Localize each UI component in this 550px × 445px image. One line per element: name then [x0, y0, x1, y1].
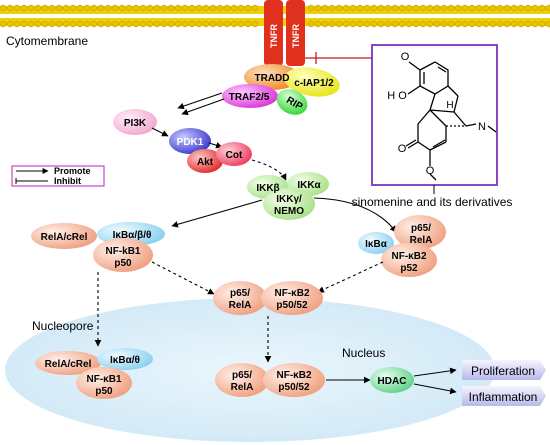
nuc-mid-rela-label: RelA	[231, 382, 254, 393]
atom-o-top: O	[401, 51, 410, 63]
pi3k-label: PI3K	[124, 118, 147, 129]
pi3k-node	[113, 109, 157, 135]
hdac-to-proliferation-arrow	[413, 367, 457, 377]
tradd-node	[244, 64, 300, 90]
mid-rela-label: RelA	[229, 300, 252, 311]
adaptor-to-pi3k-arrows	[177, 92, 225, 116]
akt-node	[187, 149, 223, 173]
right-rela-label: RelA	[410, 235, 433, 246]
right-p52-label: p52	[400, 263, 418, 274]
right-ikb-label: IκBα	[365, 239, 388, 250]
ciap-label: c-IAP1/2	[294, 78, 334, 89]
nuc-left-nfkb1-node	[76, 367, 132, 399]
atom-h: H	[446, 100, 453, 111]
mid-nfkb2-label: NF-κB2	[274, 288, 309, 299]
ikk-gamma-node	[263, 188, 315, 220]
nuc-mid-p65-node	[215, 363, 269, 397]
left-rela-node	[31, 223, 97, 249]
nuc-left-p50-label: p50	[95, 386, 113, 397]
mid-p65-node	[213, 281, 267, 315]
right-p65-node	[394, 215, 446, 249]
atom-o-ketone: O	[398, 143, 407, 155]
ikk-gamma-label-2: NEMO	[274, 206, 304, 217]
left-nfkb-complex: RelA/cRel IκBα/β/θ NF-kB1 p50	[31, 222, 165, 272]
right-ikb-node	[358, 232, 394, 254]
atom-o-bottom: O	[426, 165, 435, 177]
nuc-mid-nfkb2-node	[263, 363, 325, 397]
akt-label: Akt	[197, 157, 214, 168]
left-to-mid-arrow	[151, 261, 215, 295]
nuclear-mid-complex: p65/ RelA NF-κB2 p50/52	[215, 363, 325, 397]
tnfr-left-label: TNFR	[269, 24, 279, 48]
hdac-to-inflammation-arrow	[413, 383, 457, 395]
ikk-gamma-label-1: IKKγ/	[276, 194, 302, 205]
nuc-mid-nfkb2-label: NF-κB2	[276, 370, 311, 381]
left-ikb-label: IκBα/β/θ	[113, 230, 152, 241]
mid-nfkb2-node	[261, 281, 323, 315]
inflammation-label: Inflammation	[469, 390, 538, 404]
legend-promote-label: Promote	[54, 166, 91, 176]
pdk1-to-cot-arrow	[208, 142, 223, 149]
nuclear-left-complex: RelA/cRel IκBα/θ NF-κB1 p50	[35, 348, 153, 399]
mid-nfkb-complex: p65/ RelA NF-κB2 p50/52	[213, 281, 323, 315]
hdac-node	[370, 367, 414, 393]
nuc-mid-p65-label: p65/	[232, 370, 252, 381]
atom-n: N	[478, 121, 486, 133]
nuc-left-rela-node	[35, 351, 101, 375]
left-rela-label: RelA/cRel	[41, 232, 88, 243]
pi3k-to-pdk1-arrow	[151, 127, 169, 137]
mid-p65-label: p65/	[230, 288, 250, 299]
nucleus-label: Nucleus	[342, 346, 385, 360]
tnfr-right-label: TNFR	[291, 24, 301, 48]
cot-to-ikk-arrow	[251, 159, 287, 181]
adaptor-complex: TRADD c-IAP1/2 TRAF2/5 RIP	[222, 64, 340, 115]
right-nfkb2-node	[381, 243, 437, 277]
nucleopore-label: Nucleopore	[32, 319, 94, 333]
ikk-beta-label: IKKβ	[256, 183, 279, 194]
atom-ho: H O	[387, 90, 407, 102]
right-to-mid-arrow	[317, 261, 384, 293]
nuc-left-ikb-node	[97, 348, 153, 370]
legend: Promote Inhibit	[11, 165, 105, 187]
nuc-mid-p5052-label: p50/52	[278, 382, 310, 393]
proliferation-label: Proliferation	[471, 364, 535, 378]
ikk-complex: IKKβ IKKα IKKγ/ NEMO	[247, 172, 329, 220]
pdk1-label: PDK1	[177, 137, 204, 148]
pdk1-node	[169, 128, 211, 154]
ciap-node	[284, 67, 340, 97]
ikk-alpha-label: IKKα	[297, 180, 321, 191]
left-nfkb1-node	[93, 238, 153, 272]
ikk-to-right-arrow	[313, 197, 397, 233]
outcome-inflammation: Inflammation	[462, 386, 546, 406]
nuc-left-nfkb1-label: NF-κB1	[86, 374, 121, 385]
compound-box: O H O H N O O	[305, 44, 498, 186]
left-nfkb1-label: NF-kB1	[105, 246, 140, 257]
nuc-left-ikb-label: IκBα/θ	[110, 355, 140, 366]
sinomenine-structure	[405, 61, 497, 181]
cot-node	[216, 142, 252, 166]
traf-node	[222, 84, 278, 108]
tradd-label: TRADD	[255, 73, 290, 84]
left-p50-label: p50	[114, 258, 132, 269]
membrane-label: Cytomembrane	[6, 34, 88, 48]
rip-node	[276, 89, 308, 115]
right-p65-label: p65/	[411, 223, 431, 234]
tnfr-receptor: TNFR TNFR	[264, 0, 305, 66]
cot-label: Cot	[226, 150, 243, 161]
right-nfkb2-label: NF-κB2	[391, 251, 426, 262]
mid-p5052-label: p50/52	[276, 300, 308, 311]
traf-label: TRAF2/5	[229, 92, 270, 103]
ikk-to-left-arrow	[171, 199, 263, 228]
right-nfkb-complex: IκBα p65/ RelA NF-κB2 p52	[358, 215, 446, 277]
nuc-left-rela-label: RelA/cRel	[45, 359, 92, 370]
compound-caption: sinomenine and its derivatives	[352, 195, 513, 209]
outcome-proliferation: Proliferation	[462, 360, 546, 380]
legend-inhibit-label: Inhibit	[54, 176, 81, 186]
hdac-label: HDAC	[378, 376, 407, 387]
